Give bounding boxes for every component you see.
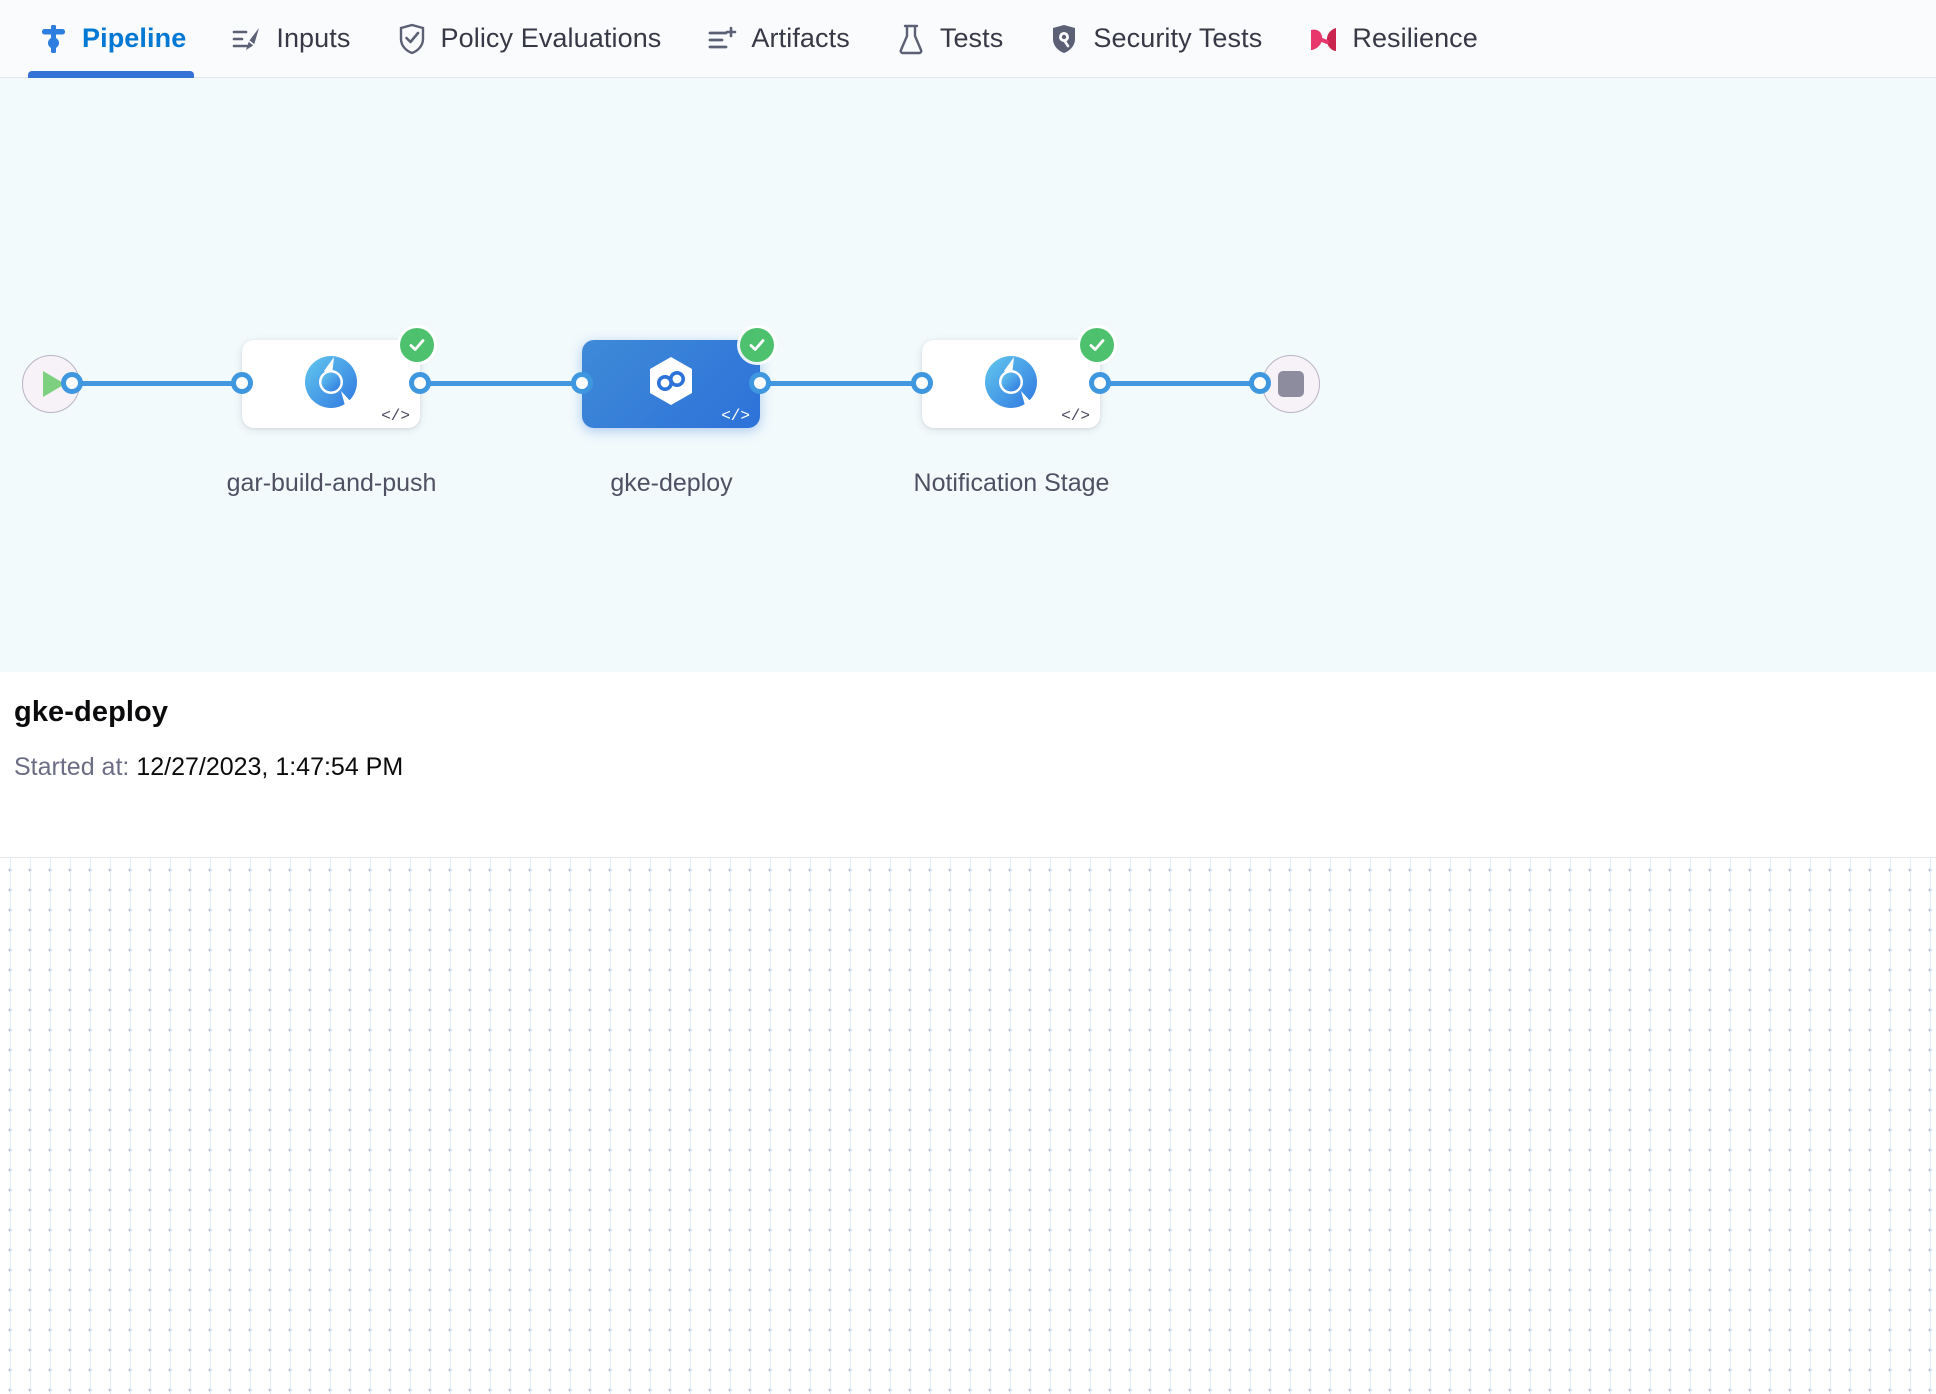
resilience-icon (1306, 22, 1340, 56)
stop-icon (1278, 371, 1304, 397)
port-gar-in (231, 372, 253, 394)
inputs-icon (230, 22, 264, 56)
tab-label: Pipeline (82, 23, 187, 53)
tab-label: Tests (939, 23, 1004, 53)
port-start-out (61, 372, 83, 394)
port-gke-in (571, 372, 593, 394)
stage-details-title: gke-deploy (14, 696, 169, 728)
artifacts-list-icon (705, 22, 739, 56)
port-gke-out (749, 372, 771, 394)
edge-gke-to-notification (755, 381, 940, 386)
active-tab-underline (28, 70, 195, 78)
stage-label-notification-stage: Notification Stage (913, 469, 1110, 497)
yaml-code-tag[interactable]: </> (721, 407, 750, 425)
port-end-in (1249, 372, 1271, 394)
tab-label: Policy Evaluations (440, 23, 662, 53)
tab-label: Artifacts (751, 23, 850, 53)
end-stop-node[interactable] (1262, 355, 1320, 413)
edge-notification-to-end (1105, 381, 1275, 386)
gcp-build-icon (982, 353, 1040, 416)
stage-node-gar-build-and-push[interactable]: </> (242, 340, 420, 428)
started-at-value: 12/27/2023, 1:47:54 PM (136, 753, 404, 781)
stage-details-bar: gke-deploy Started at: 12/27/2023, 1:47:… (0, 672, 1936, 1394)
pipeline-stage-graph: </> gar-build-and-push </> (0, 78, 1936, 672)
tab-label: Inputs (276, 23, 351, 53)
edge-gar-to-gke (405, 381, 590, 386)
pipeline-execution-tabbar: Pipeline Inputs Policy Evaluations Artif… (0, 0, 1936, 78)
yaml-code-tag[interactable]: </> (1061, 407, 1090, 425)
tab-inputs[interactable]: Inputs (208, 0, 372, 78)
tab-security-tests[interactable]: Security Tests (1025, 0, 1284, 78)
stage-node-gke-deploy[interactable]: </> (582, 340, 760, 428)
deploy-loop-icon (642, 353, 700, 416)
tab-pipeline[interactable]: Pipeline (14, 0, 208, 78)
edge-start-to-gar (50, 381, 250, 386)
tab-label: Security Tests (1093, 23, 1263, 53)
gcp-build-icon (302, 353, 360, 416)
status-badge-success (740, 328, 774, 362)
port-gar-out (409, 372, 431, 394)
status-badge-success (1080, 328, 1114, 362)
tab-tests[interactable]: Tests (872, 0, 1026, 78)
yaml-code-tag[interactable]: </> (381, 407, 410, 425)
started-at-text: Started at: 12/27/2023, 1:47:54 PM (14, 753, 403, 782)
tab-policy-evaluations[interactable]: Policy Evaluations (373, 0, 684, 78)
status-badge-success (400, 328, 434, 362)
pipeline-icon (36, 22, 70, 56)
port-notification-in (911, 372, 933, 394)
stage-label-gke-deploy: gke-deploy (610, 469, 733, 497)
flask-icon (894, 22, 928, 56)
policy-shield-icon (395, 22, 429, 56)
stage-node-notification-stage[interactable]: </> (922, 340, 1100, 428)
play-icon (43, 371, 65, 397)
stage-label-gar-build-and-push: gar-build-and-push (226, 469, 437, 497)
started-at-label: Started at: (14, 753, 130, 781)
pipeline-stage-canvas[interactable]: </> gar-build-and-push </> (0, 78, 1936, 672)
security-shield-icon (1047, 22, 1081, 56)
tab-resilience[interactable]: Resilience (1284, 0, 1500, 78)
start-play-node[interactable] (22, 355, 80, 413)
step-execution-canvas[interactable]: </> Service </> Infrastructure Resour (0, 858, 1936, 1394)
tab-label: Resilience (1352, 23, 1478, 53)
port-notification-out (1089, 372, 1111, 394)
tab-artifacts[interactable]: Artifacts (683, 0, 871, 78)
